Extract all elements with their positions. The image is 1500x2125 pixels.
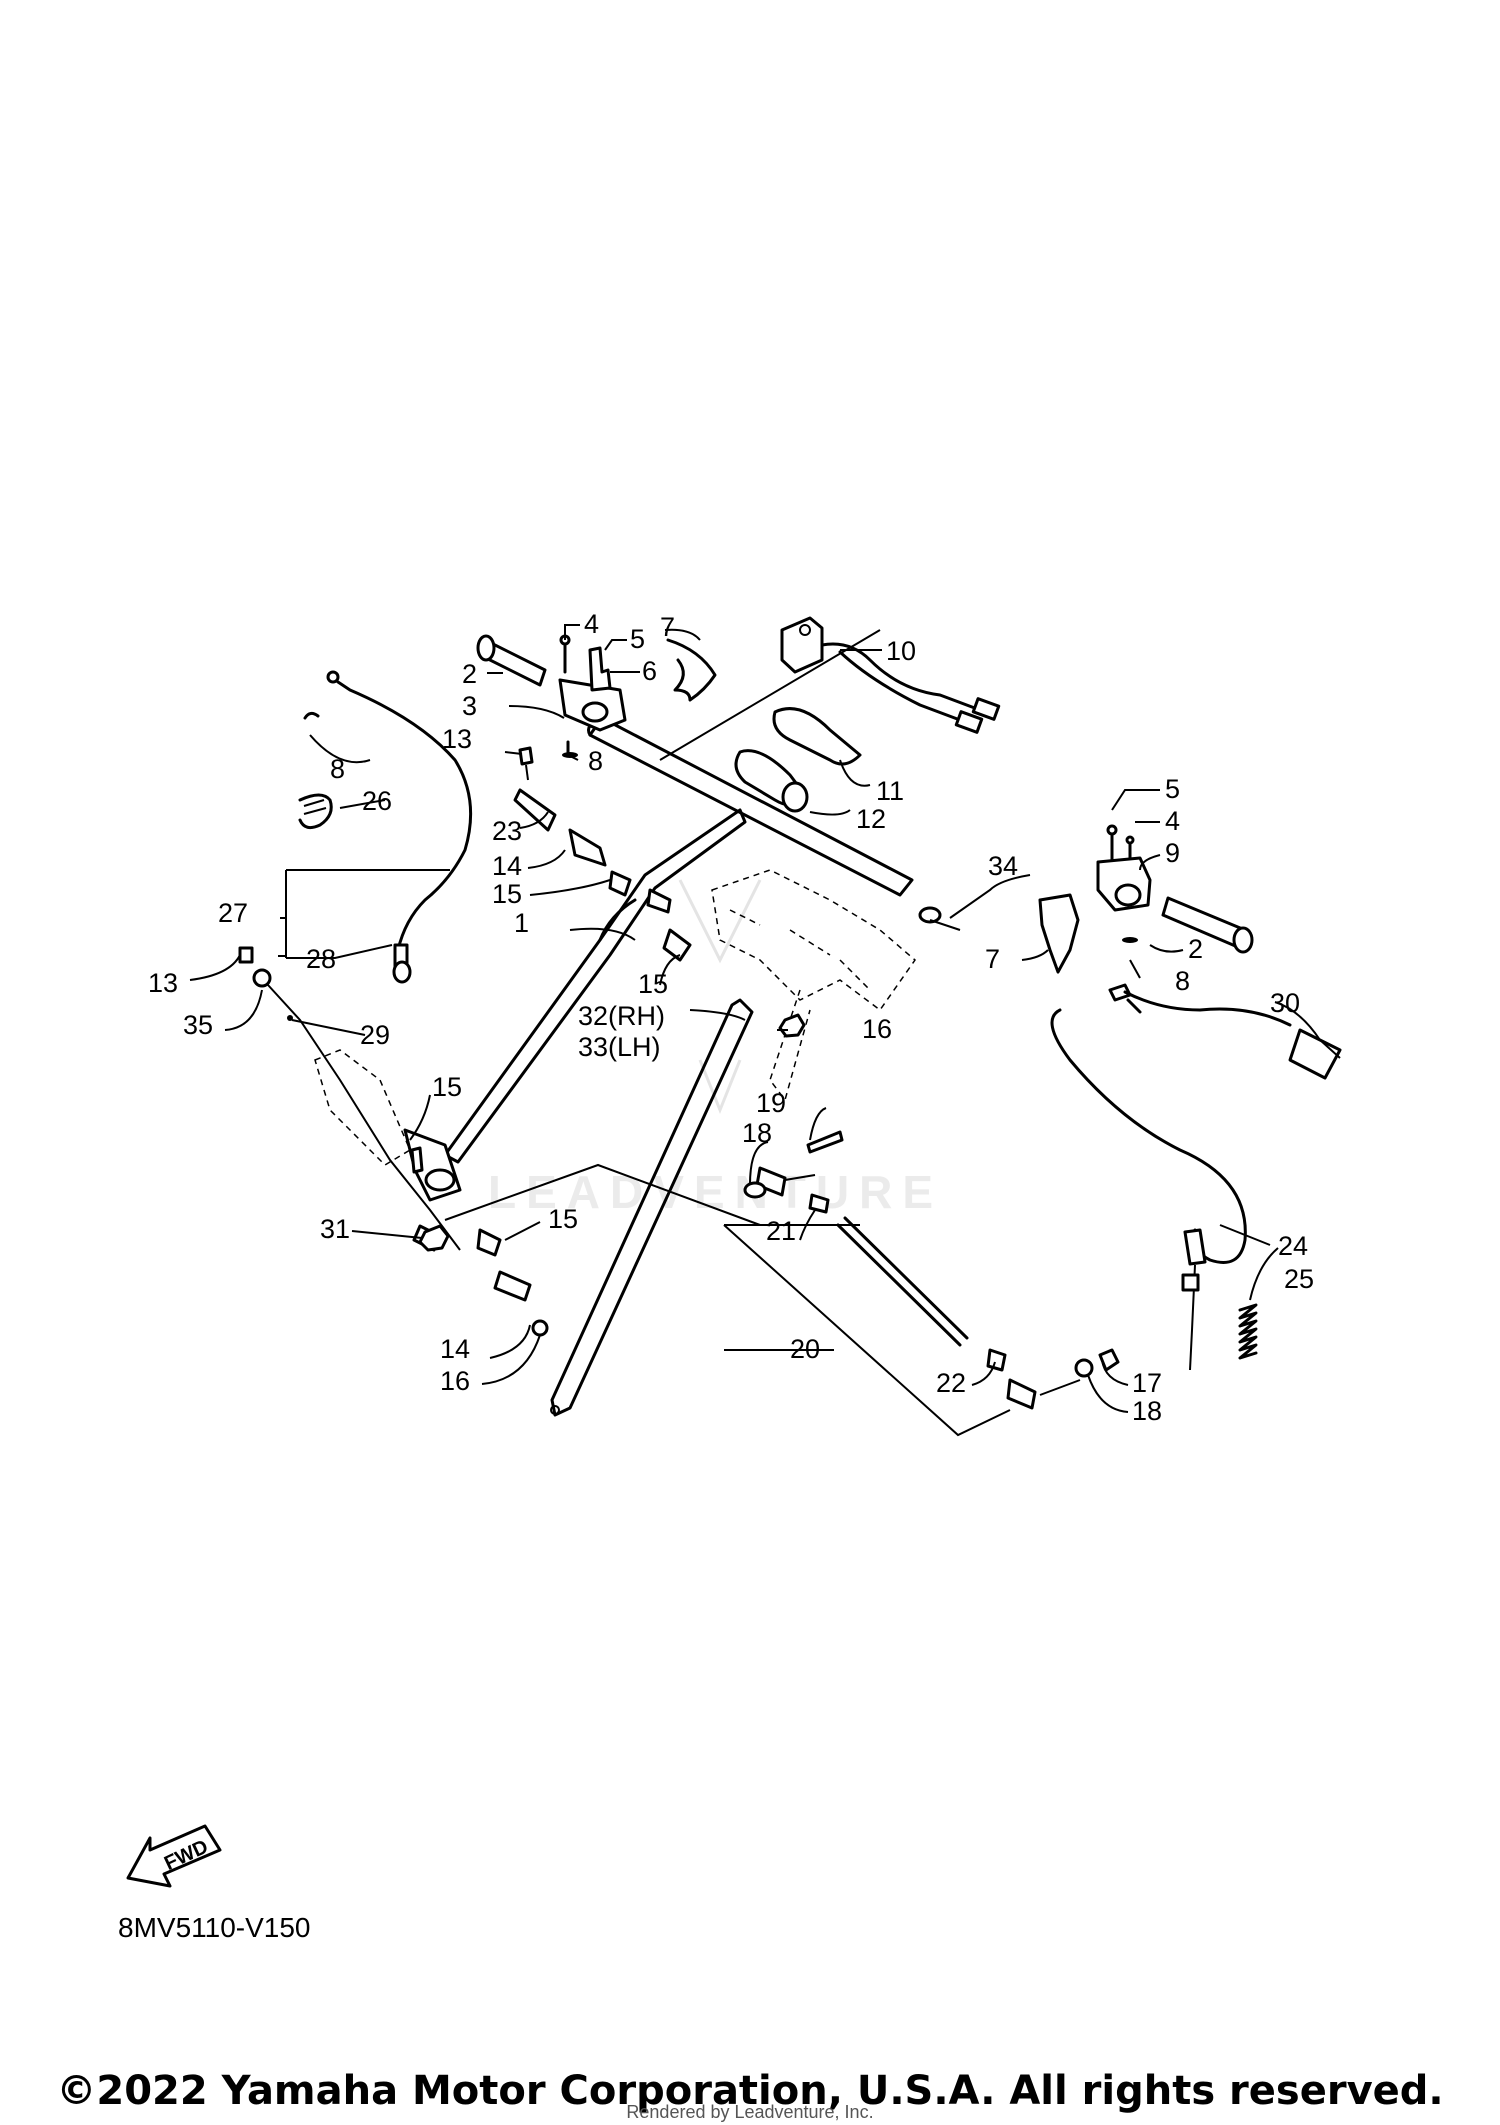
callout-35: 35 xyxy=(183,1010,213,1040)
callout-23: 23 xyxy=(492,816,522,846)
callout-12: 12 xyxy=(856,804,886,834)
callout-14-upper: 14 xyxy=(492,851,522,881)
callout-11: 11 xyxy=(876,776,904,806)
callout-32: 32(RH) xyxy=(578,1001,665,1031)
callout-2-right: 2 xyxy=(1188,934,1203,964)
brace-strut xyxy=(550,998,754,1417)
callout-7-left: 7 xyxy=(660,612,675,642)
spring-25 xyxy=(1238,1303,1258,1360)
callout-8-right: 8 xyxy=(1175,966,1190,996)
watermark: LEADVENTURE xyxy=(488,879,943,1218)
callout-7-right: 7 xyxy=(985,944,1000,974)
callout-15-lower: 15 xyxy=(548,1204,578,1234)
callout-19: 19 xyxy=(756,1088,786,1118)
callout-16-right: 16 xyxy=(862,1014,892,1044)
grip-covers xyxy=(734,707,862,813)
callout-18-upper: 18 xyxy=(742,1118,772,1148)
callout-5-right: 5 xyxy=(1165,774,1180,804)
callout-1: 1 xyxy=(514,908,529,938)
rendered-by-note: Rendered by Leadventure, Inc. xyxy=(626,2102,874,2122)
clip-26 xyxy=(298,793,333,830)
bracket-hardware-upper xyxy=(513,746,692,962)
callout-labels: 2 3 4 5 6 7 8 13 10 11 12 8 26 23 14 15 … xyxy=(148,609,1314,1426)
tie-rod xyxy=(743,1166,1120,1410)
callout-13-lower: 13 xyxy=(148,968,178,998)
callout-6: 6 xyxy=(642,656,657,686)
handlebar-tube xyxy=(443,808,747,1164)
callout-22: 22 xyxy=(936,1368,966,1398)
tube-34 xyxy=(587,716,942,924)
callout-10: 10 xyxy=(886,636,916,666)
callout-20: 20 xyxy=(790,1334,820,1364)
callout-2-left: 2 xyxy=(462,659,477,689)
copyright-notice: ©2022 Yamaha Motor Corporation, U.S.A. A… xyxy=(56,2068,1444,2114)
callout-17: 17 xyxy=(1132,1368,1162,1398)
callout-15-mid: 15 xyxy=(638,969,668,999)
callout-4-left: 4 xyxy=(584,609,599,639)
left-grip-assembly xyxy=(476,634,717,758)
callout-3: 3 xyxy=(462,691,477,721)
callout-34: 34 xyxy=(988,851,1018,881)
callout-8-upper: 8 xyxy=(588,746,603,776)
callout-26: 26 xyxy=(362,786,392,816)
callout-28: 28 xyxy=(306,944,336,974)
callout-16-lower: 16 xyxy=(440,1366,470,1396)
callout-24: 24 xyxy=(1278,1231,1308,1261)
callout-13-upper: 13 xyxy=(442,724,472,754)
callout-27: 27 xyxy=(218,898,248,928)
right-cable xyxy=(1050,983,1342,1371)
bracket-hardware-lower xyxy=(238,946,549,1337)
callout-21: 21 xyxy=(766,1216,796,1246)
throttle-cable xyxy=(303,670,473,984)
right-grip-assembly xyxy=(1096,824,1254,954)
fwd-arrow-icon: FWD xyxy=(126,1824,222,1888)
callout-31: 31 xyxy=(320,1214,350,1244)
callout-5-left: 5 xyxy=(630,624,645,654)
callout-14-lower: 14 xyxy=(440,1334,470,1364)
callout-29: 29 xyxy=(360,1020,390,1050)
right-cover-7 xyxy=(1038,893,1080,974)
leader-lines xyxy=(189,624,1341,1437)
callout-9: 9 xyxy=(1165,838,1180,868)
callout-8-left: 8 xyxy=(330,754,345,784)
callout-4-right: 4 xyxy=(1165,806,1180,836)
callout-25: 25 xyxy=(1284,1264,1314,1294)
right-switch-10 xyxy=(780,616,1001,734)
callout-15-lower-left: 15 xyxy=(432,1072,462,1102)
callout-33: 33(LH) xyxy=(578,1032,661,1062)
callout-15-upper: 15 xyxy=(492,879,522,909)
callout-18-lower: 18 xyxy=(1132,1396,1162,1426)
watermark-text: LEADVENTURE xyxy=(488,1166,943,1218)
callout-30: 30 xyxy=(1270,988,1300,1018)
diagram-code: 8MV5110-V150 xyxy=(118,1912,311,1943)
